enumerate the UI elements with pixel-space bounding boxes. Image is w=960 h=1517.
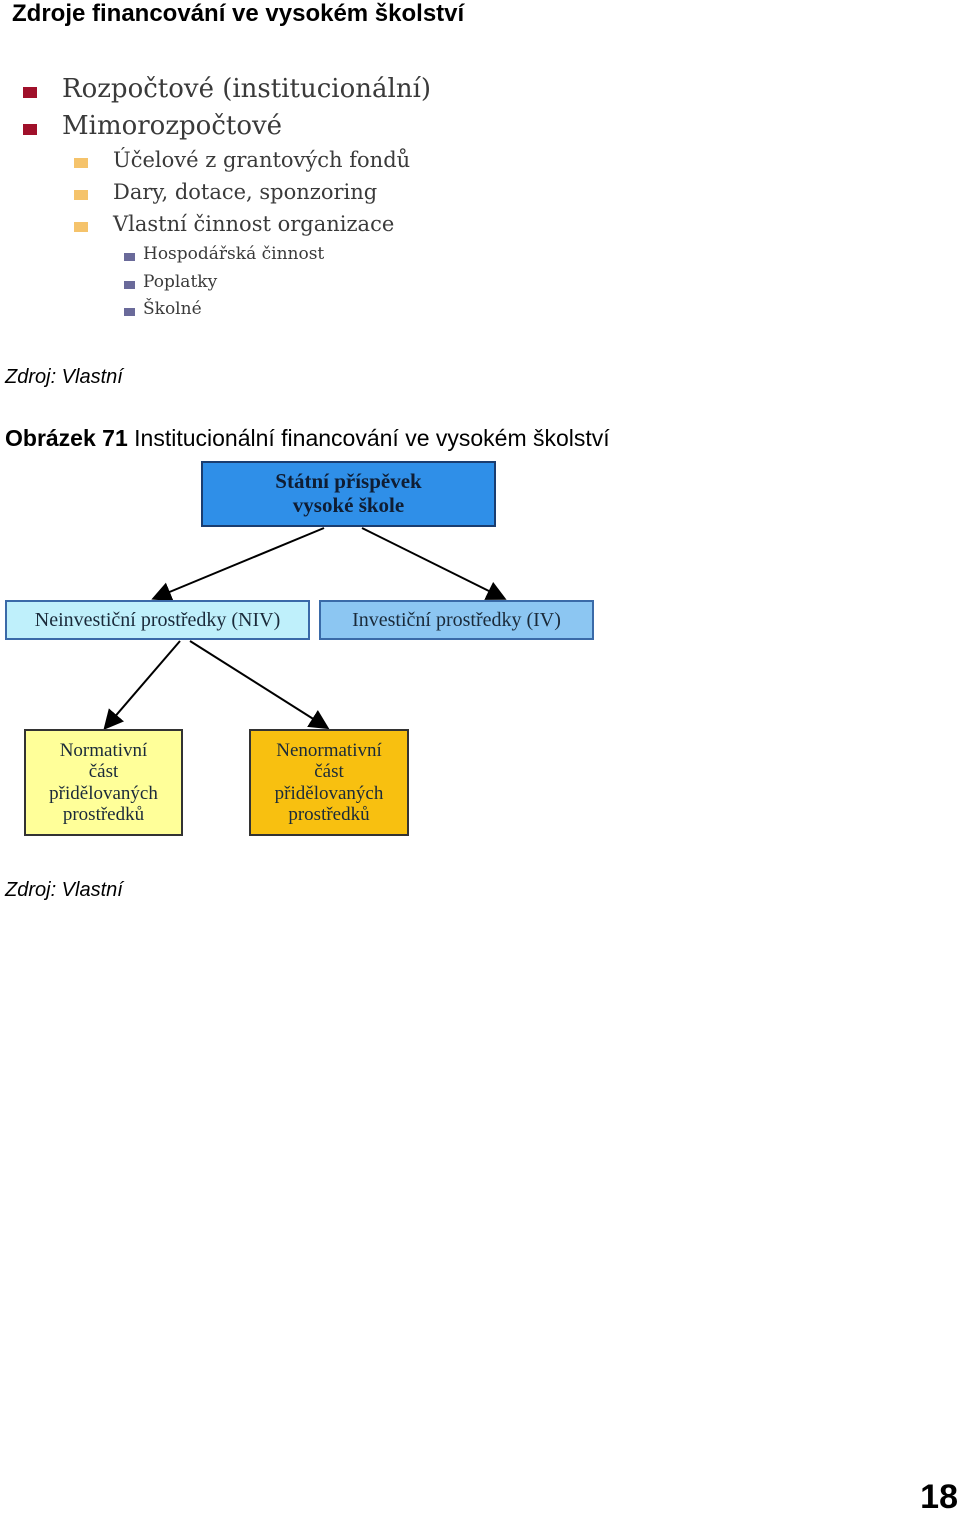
investment-box: Investiční prostředky (IV) xyxy=(319,600,594,640)
source-note: Zdroj: Vlastní xyxy=(5,879,123,901)
list-item-economic-activity: Hospodářská činnost xyxy=(143,244,325,264)
normative-line: prostředků xyxy=(62,803,145,825)
arrow-to-non-normative xyxy=(189,640,330,730)
non-normative-part-box: Nenormativní část přidělovaných prostřed… xyxy=(249,729,409,836)
state-contribution-line2: vysoké škole xyxy=(292,493,405,517)
funding-sources-list: Rozpočtové (institucionální) Mimorozpočt… xyxy=(0,60,520,330)
normative-line: část xyxy=(88,761,119,783)
arrow-to-normative xyxy=(103,640,181,731)
bullet-marker xyxy=(23,124,37,135)
arrow-to-niv xyxy=(151,527,325,602)
normative-line: přidělovaných xyxy=(49,782,158,804)
source-note: Zdroj: Vlastní xyxy=(5,366,123,388)
normative-part-box: Normativní část přidělovaných prostředků xyxy=(24,729,183,836)
bullet-marker xyxy=(124,281,135,289)
list-item-donations: Dary, dotace, sponzoring xyxy=(113,180,378,204)
figure-title: Institucionální financování ve vysokém š… xyxy=(127,425,610,451)
page-heading: Zdroje financování ve vysokém školství xyxy=(12,0,465,27)
list-item-budget: Rozpočtové (institucionální) xyxy=(62,74,432,104)
page-number: 18 xyxy=(920,1478,958,1516)
bullet-marker xyxy=(124,308,135,316)
bullet-marker xyxy=(74,190,88,200)
state-contribution-line1: Státní příspěvek xyxy=(275,469,422,494)
list-item-own-activity: Vlastní činnost organizace xyxy=(113,212,395,236)
investment-label: Investiční prostředky (IV) xyxy=(352,608,561,631)
diagram-arrows xyxy=(103,527,507,731)
non-normative-line: Nenormativní xyxy=(276,739,382,761)
bullet-marker xyxy=(124,253,135,261)
bullet-marker xyxy=(74,158,88,168)
non-normative-line: prostředků xyxy=(288,803,370,825)
list-item-fees: Poplatky xyxy=(143,272,218,292)
non-investment-box: Neinvestiční prostředky (NIV) xyxy=(5,600,310,640)
non-normative-line: část xyxy=(314,761,344,783)
figure-caption: Obrázek 71 Institucionální financování v… xyxy=(5,425,610,452)
figure-label: Obrázek 71 xyxy=(5,425,128,451)
list-item-tuition: Školné xyxy=(143,299,202,319)
arrow-to-iv xyxy=(361,527,507,600)
list-item-grants: Účelové z grantových fondů xyxy=(113,148,411,172)
bullet-marker xyxy=(74,222,88,232)
list-item-extra-budget: Mimorozpočtové xyxy=(62,111,283,141)
non-normative-line: přidělovaných xyxy=(274,782,384,804)
normative-line: Normativní xyxy=(59,739,148,761)
bullet-marker xyxy=(23,87,37,98)
non-investment-label: Neinvestiční prostředky (NIV) xyxy=(34,608,281,631)
